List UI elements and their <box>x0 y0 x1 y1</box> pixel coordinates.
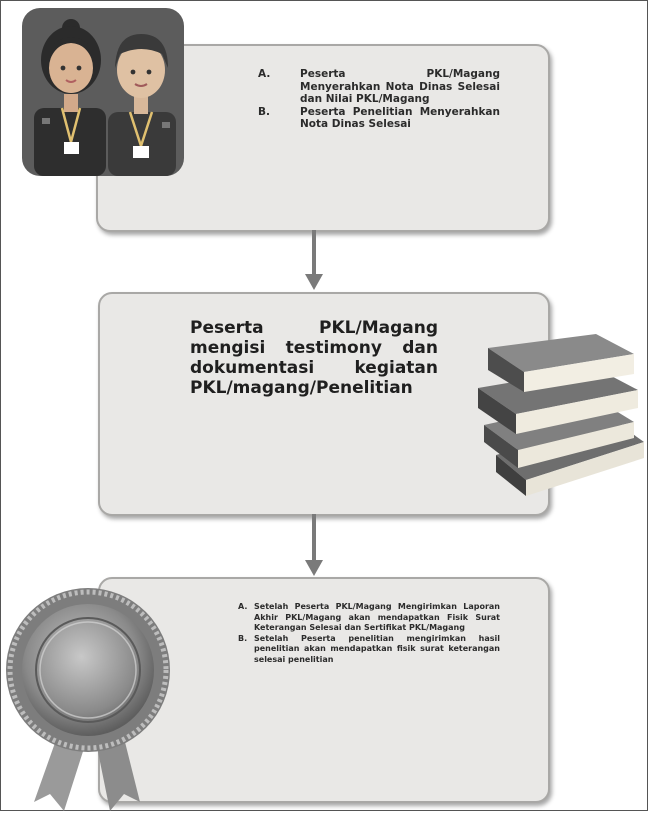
step3-item-a: A. Setelah Peserta PKL/Magang Mengirimkan… <box>238 602 500 634</box>
step3-list: A. Setelah Peserta PKL/Magang Mengirimkan… <box>238 602 500 665</box>
step3-item-b: B. Setelah Peserta penelitian mengirimkan… <box>238 634 500 666</box>
step1-list: A. Peserta PKL/Magang Menyerahkan Nota Di… <box>252 68 500 131</box>
flow-arrow-2 <box>305 514 323 576</box>
step3-item-b-text: Setelah Peserta penelitian mengirimkan h… <box>254 633 500 664</box>
step2-box <box>98 292 550 516</box>
flow-arrow-1-head <box>305 274 323 290</box>
award-rosette-icon <box>0 580 178 811</box>
step3-item-b-marker: B. <box>238 633 248 643</box>
flow-arrow-2-shaft <box>312 514 316 562</box>
step3-item-a-text: Setelah Peserta PKL/Magang Mengirimkan L… <box>254 602 500 632</box>
flow-arrow-2-head <box>305 560 323 576</box>
step1-item-a-marker: A. <box>258 68 271 80</box>
step1-item-b-marker: B. <box>258 105 270 118</box>
step1-item-b-text: Peserta Penelitian Menyerahkan Nota Dina… <box>300 105 500 131</box>
flow-arrow-1-shaft <box>312 230 316 276</box>
step3-item-a-marker: A. <box>238 602 248 611</box>
step1-item-a-text: Peserta PKL/Magang Menyerahkan Nota Dina… <box>300 68 500 105</box>
books-illustration <box>466 330 648 500</box>
participants-illustration <box>22 8 184 176</box>
flow-arrow-1 <box>305 230 323 290</box>
step2-text: Peserta PKL/Magang mengisi testimony dan… <box>190 318 438 398</box>
step3-box <box>98 577 550 803</box>
step1-item-b: B. Peserta Penelitian Menyerahkan Nota Di… <box>252 106 500 131</box>
step1-item-a: A. Peserta PKL/Magang Menyerahkan Nota Di… <box>252 68 500 106</box>
